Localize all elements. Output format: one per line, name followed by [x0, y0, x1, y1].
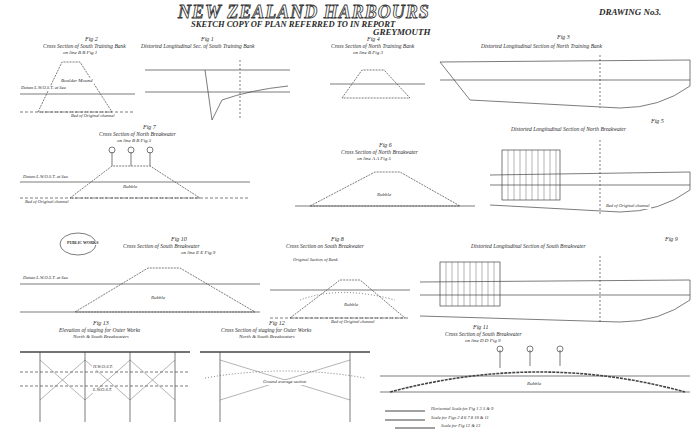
material-label: Rubble — [343, 302, 359, 308]
figure-subcaption: North & South Breakwaters — [238, 334, 296, 340]
north-breakwater-profile — [490, 140, 690, 215]
section-line-note: on line E E Fig 9 — [180, 250, 216, 256]
north-training-bank-section — [330, 70, 425, 98]
figure-caption: Distorted Longitudinal Section of North … — [510, 126, 627, 132]
figure-caption: Cross Section on South Breakwater — [285, 243, 365, 249]
water-level: L.W.O.S.T. — [92, 388, 113, 393]
section-line-note: on line B B Fig 5 — [116, 138, 152, 144]
ground-note: Ground average section — [262, 380, 307, 385]
material-label: Rubble — [526, 381, 542, 387]
figure-caption: Cross Section of South Breakwater — [122, 243, 201, 249]
bed-note: Bed of Original channel — [70, 114, 116, 119]
figure-caption: Distorted Longitudinal Section of North … — [480, 43, 603, 49]
figure-caption: Cross Section of North Breakwater — [340, 149, 419, 155]
scale-note: Horizontal Scale for Fig 1 3 5 & 9 — [430, 407, 494, 412]
figure-number: Fig 9 — [664, 236, 679, 243]
south-training-bank-section — [20, 62, 135, 112]
figure-number: Fig 3 — [556, 34, 571, 41]
figure-number: Fig 12 — [268, 320, 286, 327]
figure-caption: Distorted Longitudinal Section of South … — [470, 243, 587, 249]
material-label: Boulder Mound — [60, 78, 94, 84]
section-note: Original Section of Bank — [292, 258, 339, 263]
sheet-subtitle: SKETCH COPY OF PLAN REFERRED TO IN REPOR… — [190, 20, 396, 29]
section-line-note: on line B Fig 3 — [352, 50, 384, 56]
south-breakwater-section-ee — [20, 268, 260, 312]
north-breakwater-section-bb — [20, 147, 250, 198]
stamp-text: PUBLIC WORKS — [66, 241, 99, 245]
scale-bars — [385, 411, 435, 428]
south-breakwater-section — [270, 280, 410, 318]
bed-note: Bed of Original channel — [330, 320, 376, 325]
figure-number: Fig 4 — [366, 36, 381, 43]
staging-cross-section — [200, 352, 370, 422]
material-label: Rubble — [122, 184, 138, 190]
water-level: H.W.O.S.T. — [92, 365, 114, 370]
figure-caption: Cross Section of South Breakwater — [444, 331, 523, 337]
figure-caption: Cross Section of North Training Bank — [330, 43, 415, 49]
figure-caption: Cross Section of North Breakwater — [98, 131, 177, 137]
drawing-number: DRAWING No3. — [598, 8, 662, 18]
section-line-note: on line D D Fig 9 — [464, 338, 501, 344]
figure-number: Fig 11 — [472, 324, 489, 331]
datum-note: Datum L.W.O.S.T. at Sea — [20, 86, 67, 91]
figure-caption: Cross Section of South Training Bank — [42, 43, 127, 49]
figure-caption: Distorted Longitudinal Sec. of South Tra… — [140, 43, 256, 49]
harbour-name: GREYMOUTH — [372, 28, 432, 38]
figure-subcaption: North & South Breakwaters — [72, 334, 130, 340]
north-training-bank-profile — [440, 55, 690, 108]
figure-number: Fig 2 — [84, 36, 99, 43]
section-line-note: on line B B Fig 1 — [62, 50, 98, 56]
staging-elevation — [20, 352, 190, 422]
material-label: Rubble — [150, 295, 166, 301]
bed-note: Bed of Original channel — [605, 204, 651, 209]
south-breakwater-section-dd — [380, 346, 690, 392]
material-label: Rubble — [376, 192, 392, 198]
datum-note: Datum L.W.O.S.T. at Sea — [22, 276, 69, 281]
figure-number: Fig 1 — [200, 36, 215, 43]
south-breakwater-profile — [420, 256, 690, 322]
figure-number: Fig 7 — [142, 124, 157, 131]
figure-number: Fig 5 — [650, 118, 665, 125]
south-training-bank-profile — [145, 60, 290, 120]
figure-number: Fig 13 — [92, 320, 110, 327]
datum-note: Datum L.W.O.S.T. at Sea — [22, 175, 69, 180]
figure-number: Fig 6 — [378, 142, 393, 149]
figure-number: Fig 8 — [330, 236, 345, 243]
scale-note: Scale for Figs 2 4 6 7 8 10 & 11 — [430, 416, 490, 421]
figure-caption: Elevation of staging for Outer Works — [58, 327, 141, 333]
section-line-note: on line A A Fig 5 — [356, 156, 392, 162]
figure-caption: Cross Section of staging for Outer Works — [220, 327, 312, 333]
sheet-title: NEW ZEALAND HARBOURS — [178, 3, 430, 21]
bed-note: Bed of Original channel — [24, 200, 70, 205]
scale-note: Scale for Fig 12 & 13 — [440, 424, 481, 429]
figure-number: Fig 10 — [170, 236, 188, 243]
north-breakwater-section-aa — [295, 172, 475, 206]
